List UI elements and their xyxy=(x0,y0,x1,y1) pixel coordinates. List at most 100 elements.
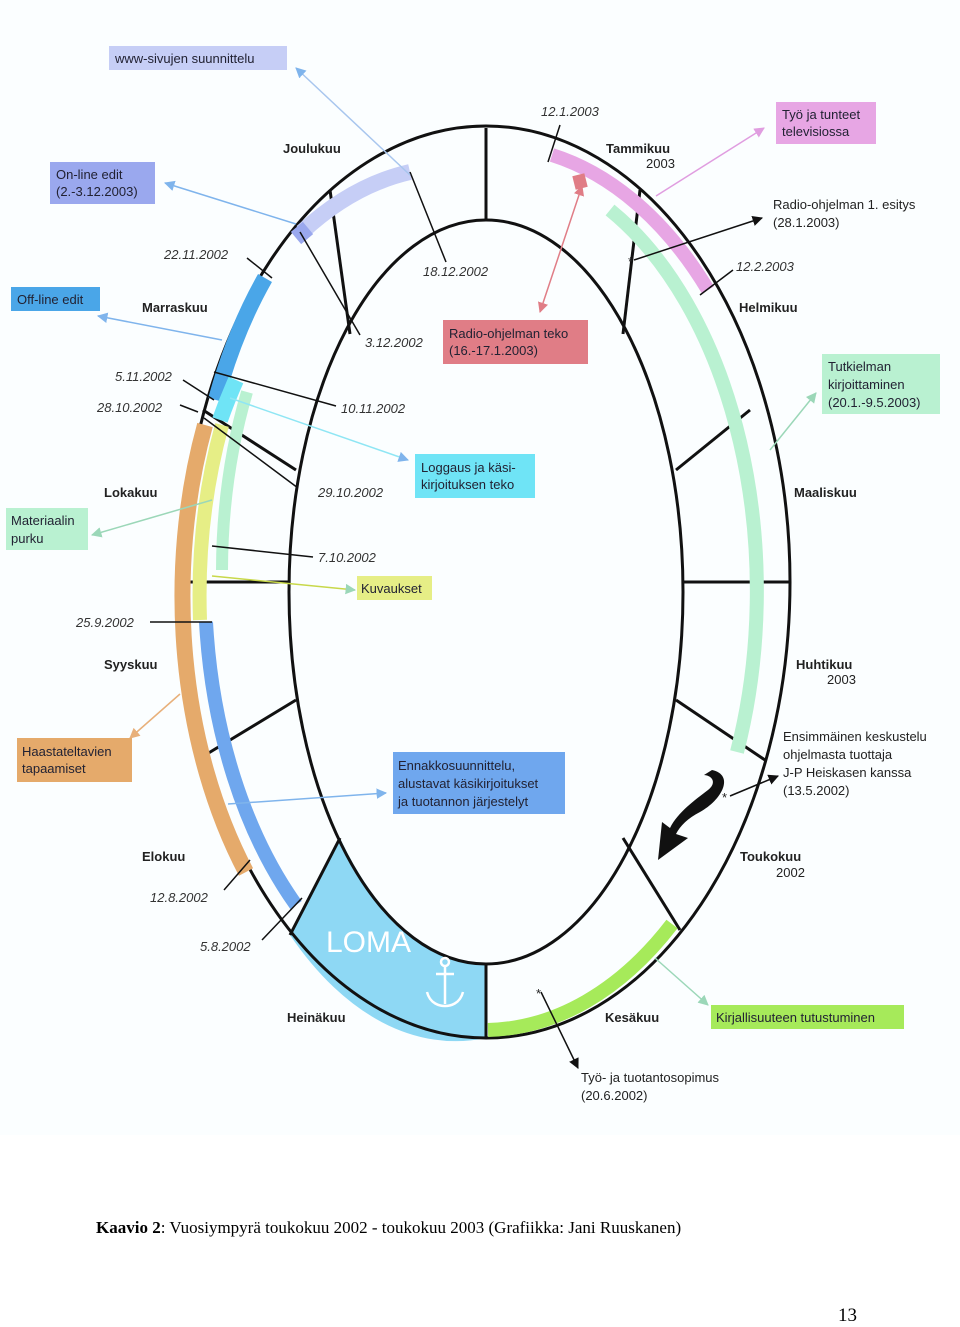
month-joulukuu: Joulukuu xyxy=(283,141,341,156)
arc-www-sivut xyxy=(296,164,412,238)
note-keskustelu-2: ohjelmasta tuottaja xyxy=(783,747,893,762)
date-5-8-2002: 5.8.2002 xyxy=(200,939,251,954)
svg-text:Loggaus ja käsi-: Loggaus ja käsi- xyxy=(421,460,516,475)
month-tammikuu-year: 2003 xyxy=(646,156,675,171)
date-12-2-2003: 12.2.2003 xyxy=(736,259,795,274)
svg-text:Työ ja tunteet: Työ ja tunteet xyxy=(782,107,860,122)
asterisk-radio: * xyxy=(628,254,633,269)
svg-text:Tutkielman: Tutkielman xyxy=(828,359,891,374)
asterisk-sopimus: * xyxy=(536,986,541,1001)
box-materiaalin-purku: Materiaalin purku xyxy=(6,508,88,550)
date-5-11-2002: 5.11.2002 xyxy=(115,369,173,384)
figure-caption: Kaavio 2: Vuosiympyrä toukokuu 2002 - to… xyxy=(96,1218,681,1238)
activity-arcs xyxy=(174,148,764,1037)
month-marraskuu: Marraskuu xyxy=(142,300,208,315)
box-tutkielma: Tutkielman kirjoittaminen (20.1.-9.5.200… xyxy=(822,354,940,414)
month-lokakuu: Lokakuu xyxy=(104,485,158,500)
box-online-edit: On-line edit (2.-3.12.2003) xyxy=(50,162,155,204)
date-28-10-2002: 28.10.2002 xyxy=(96,400,163,415)
box-offline-edit: Off-line edit xyxy=(11,287,100,311)
month-helmikuu: Helmikuu xyxy=(739,300,798,315)
arc-offline-edit xyxy=(208,274,272,403)
svg-text:Materiaalin: Materiaalin xyxy=(11,513,75,528)
event-notes: Radio-ohjelman 1. esitys (28.1.2003) Ens… xyxy=(581,197,927,1103)
date-12-1-2003: 12.1.2003 xyxy=(541,104,600,119)
svg-text:alustavat käsikirjoitukset: alustavat käsikirjoitukset xyxy=(398,776,539,791)
date-29-10-2002: 29.10.2002 xyxy=(317,485,384,500)
svg-text:tapaamiset: tapaamiset xyxy=(22,761,86,776)
arc-kirjallisuus xyxy=(487,919,678,1037)
svg-text:(20.1.-9.5.2003): (20.1.-9.5.2003) xyxy=(828,395,921,410)
box-kirjallisuus: Kirjallisuuteen tutustuminen xyxy=(711,1005,904,1029)
month-toukokuu-year: 2002 xyxy=(776,865,805,880)
anchor-icon xyxy=(425,956,465,1008)
svg-text:Haastateltavien: Haastateltavien xyxy=(22,744,112,759)
note-sopimus-1: Työ- ja tuotantosopimus xyxy=(581,1070,720,1085)
month-maaliskuu: Maaliskuu xyxy=(794,485,857,500)
year-cycle-diagram: * * * LOMA Tammikuu 2003 Helmikuu Maalis… xyxy=(0,0,960,1135)
caption-label: Kaavio 2 xyxy=(96,1218,161,1237)
svg-text:ja tuotannon järjestelyt: ja tuotannon järjestelyt xyxy=(397,794,528,809)
date-labels: 12.1.2003 12.2.2003 18.12.2002 3.12.2002… xyxy=(75,104,795,954)
note-keskustelu-1: Ensimmäinen keskustelu xyxy=(783,729,927,744)
svg-text:Kuvaukset: Kuvaukset xyxy=(361,581,422,596)
svg-text:(16.-17.1.2003): (16.-17.1.2003) xyxy=(449,343,538,358)
box-radio-ohjelman-teko: Radio-ohjelman teko (16.-17.1.2003) xyxy=(443,320,588,364)
svg-text:Radio-ohjelman teko: Radio-ohjelman teko xyxy=(449,326,568,341)
month-labels: Tammikuu 2003 Helmikuu Maaliskuu Huhtiku… xyxy=(104,141,857,1025)
note-sopimus-2: (20.6.2002) xyxy=(581,1088,648,1103)
arc-ennakkosuunnittelu xyxy=(199,621,302,910)
box-kuvaukset: Kuvaukset xyxy=(357,576,432,600)
month-syyskuu: Syyskuu xyxy=(104,657,158,672)
arc-tyo-ja-tunteet xyxy=(549,148,714,294)
diagram-background xyxy=(0,0,960,1135)
svg-text:(2.-3.12.2003): (2.-3.12.2003) xyxy=(56,184,138,199)
month-huhtikuu: Huhtikuu xyxy=(796,657,852,672)
svg-text:purku: purku xyxy=(11,531,44,546)
box-www-sivut: www-sivujen suunnittelu xyxy=(109,46,287,70)
svg-text:Ennakkosuunnittelu,: Ennakkosuunnittelu, xyxy=(398,758,515,773)
curved-arrow-icon xyxy=(658,770,725,860)
arc-haastateltavien xyxy=(174,422,254,876)
svg-text:Off-line edit: Off-line edit xyxy=(17,292,84,307)
svg-text:televisiossa: televisiossa xyxy=(782,124,850,139)
date-3-12-2002: 3.12.2002 xyxy=(365,335,424,350)
date-tick-lines xyxy=(150,124,734,941)
date-12-8-2002: 12.8.2002 xyxy=(150,890,209,905)
note-radio-esitys-1: Radio-ohjelman 1. esitys xyxy=(773,197,916,212)
pointer-arrows xyxy=(90,67,817,1069)
date-22-11-2002: 22.11.2002 xyxy=(163,247,229,262)
note-keskustelu-3: J-P Heiskasen kanssa xyxy=(783,765,912,780)
box-haastateltavien: Haastateltavien tapaamiset xyxy=(17,738,132,782)
month-elokuu: Elokuu xyxy=(142,849,185,864)
month-heinakuu: Heinäkuu xyxy=(287,1010,346,1025)
page-number: 13 xyxy=(838,1305,857,1326)
svg-text:On-line edit: On-line edit xyxy=(56,167,123,182)
arc-loggaus xyxy=(212,376,244,423)
date-10-11-2002: 10.11.2002 xyxy=(341,401,406,416)
box-loggaus: Loggaus ja käsi- kirjoituksen teko xyxy=(415,454,535,498)
month-huhtikuu-year: 2003 xyxy=(827,672,856,687)
arc-kuvaukset xyxy=(192,423,229,621)
svg-text:kirjoituksen teko: kirjoituksen teko xyxy=(421,477,514,492)
loma-sector xyxy=(290,838,486,1042)
box-ennakkosuunnittelu: Ennakkosuunnittelu, alustavat käsikirjoi… xyxy=(393,752,565,814)
asterisks: * * * xyxy=(536,254,727,1001)
date-18-12-2002: 18.12.2002 xyxy=(423,264,489,279)
box-tyo-ja-tunteet: Työ ja tunteet televisiossa xyxy=(776,102,876,144)
month-tammikuu: Tammikuu xyxy=(606,141,670,156)
arc-materiaalin-purku xyxy=(216,390,253,571)
svg-text:www-sivujen suunnittelu: www-sivujen suunnittelu xyxy=(114,51,254,66)
svg-text:kirjoittaminen: kirjoittaminen xyxy=(828,377,905,392)
date-7-10-2002: 7.10.2002 xyxy=(318,550,377,565)
arc-tutkielma xyxy=(605,204,764,754)
svg-text:Kirjallisuuteen tutustuminen: Kirjallisuuteen tutustuminen xyxy=(716,1010,875,1025)
arc-online-edit xyxy=(290,221,314,245)
date-25-9-2002: 25.9.2002 xyxy=(75,615,135,630)
note-radio-esitys-2: (28.1.2003) xyxy=(773,215,840,230)
arc-radio-ohjelman-teko xyxy=(572,173,588,190)
caption-text: : Vuosiympyrä toukokuu 2002 - toukokuu 2… xyxy=(160,1218,682,1237)
note-keskustelu-4: (13.5.2002) xyxy=(783,783,850,798)
month-kesakuu: Kesäkuu xyxy=(605,1010,659,1025)
asterisk-keskustelu: * xyxy=(722,790,727,805)
